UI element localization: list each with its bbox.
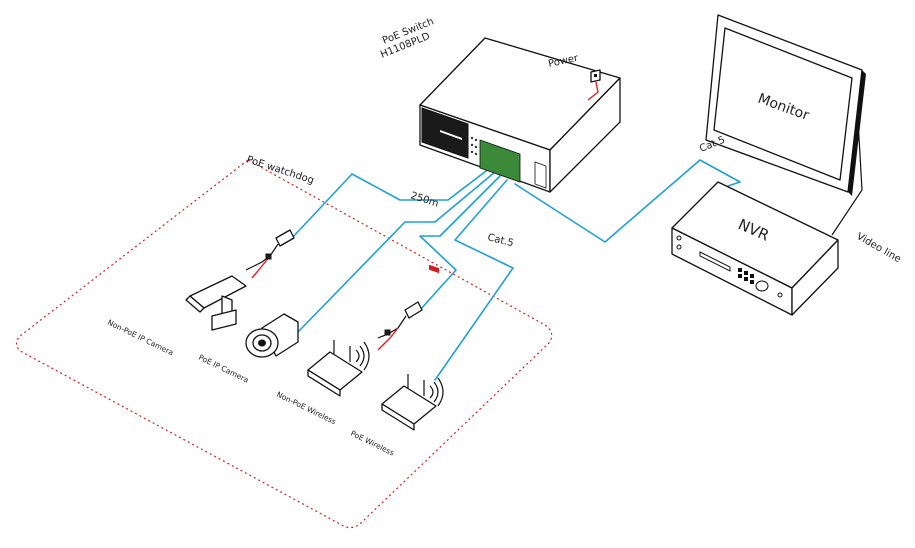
monitor-icon xyxy=(705,14,866,196)
non-poe-ip-camera-label: Non-PoE IP Camera xyxy=(106,318,175,358)
non-poe-wireless-router-icon xyxy=(307,340,370,397)
cat5-mid-label: Cat.5 xyxy=(486,232,514,249)
video-line-label: Video line xyxy=(855,231,903,265)
poe-splitter-icon xyxy=(245,229,295,279)
power-outlet-icon xyxy=(590,69,601,83)
non-poe-wireless-label: Non-PoE Wireless xyxy=(275,390,337,427)
bullet-camera-icon xyxy=(185,275,247,331)
cable-to-poe-camera xyxy=(297,171,496,333)
watchdog-region xyxy=(15,159,553,529)
watchdog-label: PoE watchdog xyxy=(245,154,315,186)
poe-ip-camera-label: PoE IP Camera xyxy=(197,353,250,385)
distance-label: 250m xyxy=(409,190,440,209)
poe-wireless-label: PoE Wireless xyxy=(349,429,396,458)
nvr-icon xyxy=(671,181,839,316)
cable-switch-to-nvr xyxy=(514,159,741,243)
poe-splitter-icon-2 xyxy=(377,301,423,351)
video-line-cable xyxy=(831,119,863,236)
power-cord xyxy=(587,81,599,101)
poe-switch-icon xyxy=(419,37,621,274)
cables xyxy=(279,159,741,381)
cable-to-wireless-splitter xyxy=(419,175,501,311)
cable-to-poe-wireless xyxy=(434,179,514,381)
dome-camera-icon xyxy=(245,313,299,358)
poe-wireless-router-icon xyxy=(381,374,444,431)
